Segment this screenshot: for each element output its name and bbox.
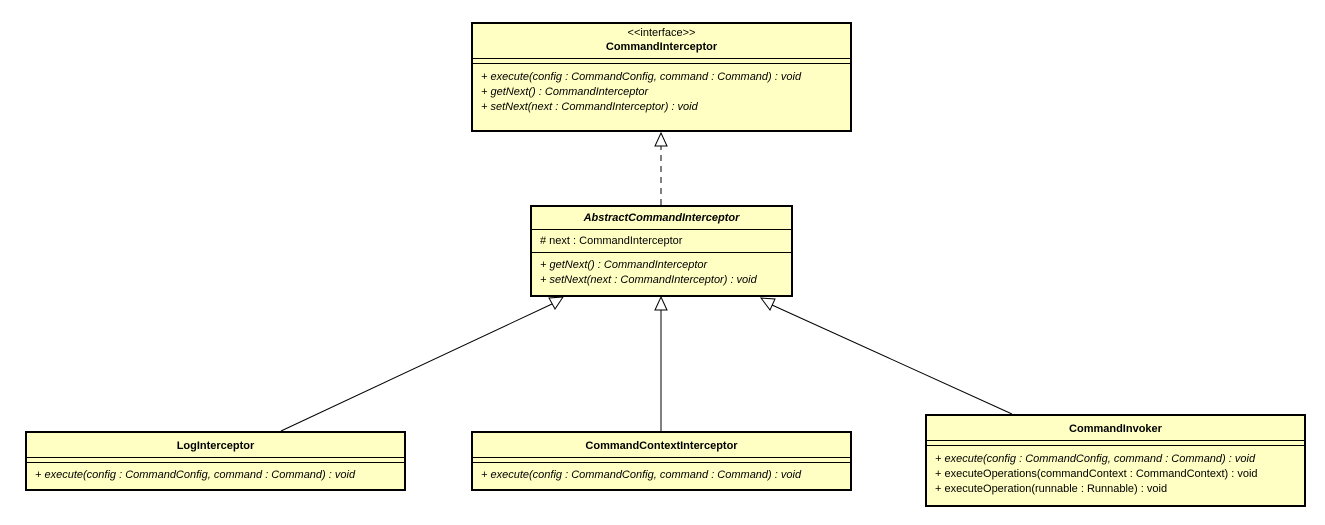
operation: + execute(config : CommandConfig, comman…	[935, 453, 1256, 465]
operation: + setNext(next : CommandInterceptor) : v…	[540, 274, 757, 286]
generalization-line-invoker	[771, 304, 1013, 415]
operations-compartment: + execute(config : CommandConfig, comman…	[27, 463, 404, 485]
attribute: # next : CommandInterceptor	[540, 235, 683, 247]
attributes-compartment	[473, 59, 850, 64]
attributes-compartment: # next : CommandInterceptor	[532, 230, 791, 253]
operations-compartment: + execute(config : CommandConfig, comman…	[927, 446, 1304, 499]
class-name: CommandInterceptor	[605, 41, 718, 53]
generalization-line-log	[280, 303, 553, 432]
class-name: LogInterceptor	[176, 440, 255, 452]
operations-compartment: + execute(config : CommandConfig, comman…	[473, 64, 850, 117]
operation: + execute(config : CommandConfig, comman…	[481, 71, 802, 83]
class-header: LogInterceptor	[27, 433, 404, 458]
realization-arrowhead	[654, 131, 668, 147]
class-header: <<interface>> CommandInterceptor	[473, 24, 850, 59]
operation: + getNext() : CommandInterceptor	[540, 259, 708, 271]
operation: + getNext() : CommandInterceptor	[481, 86, 649, 98]
class-header: CommandInvoker	[927, 416, 1304, 441]
attributes-compartment	[473, 458, 850, 463]
class-name: CommandInvoker	[1069, 423, 1162, 435]
operations-compartment: + getNext() : CommandInterceptor + setNe…	[532, 253, 791, 290]
generalization-arrowhead-context	[654, 295, 668, 311]
operation: + setNext(next : CommandInterceptor) : v…	[481, 101, 698, 113]
class-header: AbstractCommandInterceptor	[532, 207, 791, 230]
class-abstract-command-interceptor[interactable]: AbstractCommandInterceptor # next : Comm…	[530, 205, 793, 297]
operation: + execute(config : CommandConfig, comman…	[481, 469, 802, 481]
class-header: CommandContextInterceptor	[473, 433, 850, 458]
operation: + execute(config : CommandConfig, comman…	[35, 469, 356, 481]
class-name: CommandContextInterceptor	[585, 440, 738, 452]
class-log-interceptor[interactable]: LogInterceptor + execute(config : Comman…	[25, 431, 406, 491]
operations-compartment: + execute(config : CommandConfig, comman…	[473, 463, 850, 485]
attributes-compartment	[27, 458, 404, 463]
operation: + executeOperation(runnable : Runnable) …	[935, 483, 1168, 495]
operation: + executeOperations(commandContext : Com…	[935, 468, 1258, 480]
generalization-arrowhead-invoker	[759, 297, 776, 311]
generalization-arrowhead-log	[548, 296, 564, 310]
class-command-invoker[interactable]: CommandInvoker + execute(config : Comman…	[925, 414, 1306, 507]
class-name: AbstractCommandInterceptor	[583, 212, 740, 224]
class-command-context-interceptor[interactable]: CommandContextInterceptor + execute(conf…	[471, 431, 852, 491]
stereotype-label: <<interface>>	[627, 27, 696, 39]
attributes-compartment	[927, 441, 1304, 446]
class-command-interceptor[interactable]: <<interface>> CommandInterceptor + execu…	[471, 22, 852, 132]
